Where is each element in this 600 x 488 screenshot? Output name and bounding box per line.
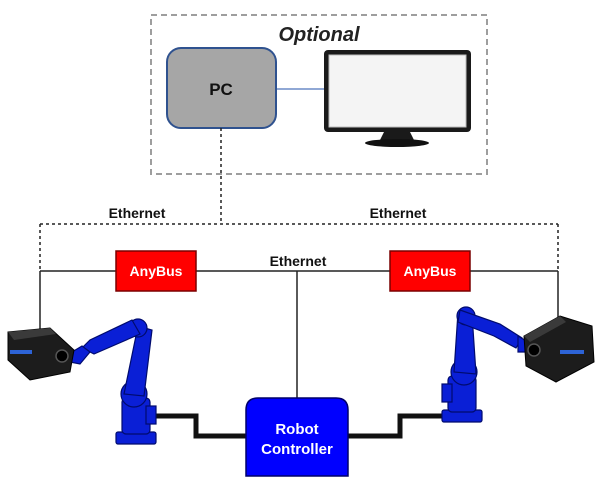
- camera-sensor-icon: [7, 327, 75, 381]
- left-robot-upper-arm: [123, 325, 153, 397]
- ethernet-label-left: Ethernet: [109, 205, 166, 221]
- right-robot-forearm: [457, 309, 523, 349]
- ethernet-label-right: Ethernet: [370, 205, 427, 221]
- robot-controller-line1: Robot: [275, 421, 318, 438]
- right-sensor-stripe: [560, 350, 584, 354]
- monitor-neck: [380, 132, 414, 140]
- monitor-stand: [365, 139, 429, 147]
- optional-group: Optional: [150, 14, 488, 175]
- left-robot-motor: [145, 405, 157, 425]
- robot-arm-icon: [441, 306, 529, 423]
- left-robot-cable: [150, 413, 246, 439]
- left-sensor-top: [8, 328, 56, 340]
- right-sensor-top: [524, 316, 566, 342]
- robot-controller: Robot Controller: [245, 397, 349, 477]
- anybus-right: AnyBus: [389, 250, 471, 292]
- right-sensor-lens: [527, 343, 541, 357]
- ethernet-dashed-network: [39, 128, 559, 271]
- pc-node: PC: [166, 47, 277, 129]
- optional-title: Optional: [278, 24, 360, 46]
- monitor-screen: [328, 54, 467, 128]
- left-sensor-stripe: [10, 350, 32, 354]
- ethernet-label-center: Ethernet: [270, 253, 327, 269]
- anybus-left: AnyBus: [115, 250, 197, 292]
- robot-cables: [150, 413, 448, 439]
- camera-sensor-icon: [523, 315, 595, 383]
- pc-label: PC: [209, 80, 233, 99]
- left-sensor-lens: [55, 349, 69, 363]
- anybus-right-label: AnyBus: [404, 263, 457, 279]
- robot-controller-box: [245, 397, 349, 477]
- anybus-left-label: AnyBus: [130, 263, 183, 279]
- robot-controller-line2: Controller: [261, 441, 333, 458]
- optional-group-border: [150, 14, 488, 175]
- monitor-icon: [324, 50, 471, 147]
- anybus-left-box: [115, 250, 197, 292]
- left-robot-forearm: [80, 319, 141, 355]
- robot-arm-icon: [69, 318, 157, 445]
- right-robot-cable: [348, 413, 448, 439]
- anybus-right-box: [389, 250, 471, 292]
- right-robot-motor: [441, 383, 453, 403]
